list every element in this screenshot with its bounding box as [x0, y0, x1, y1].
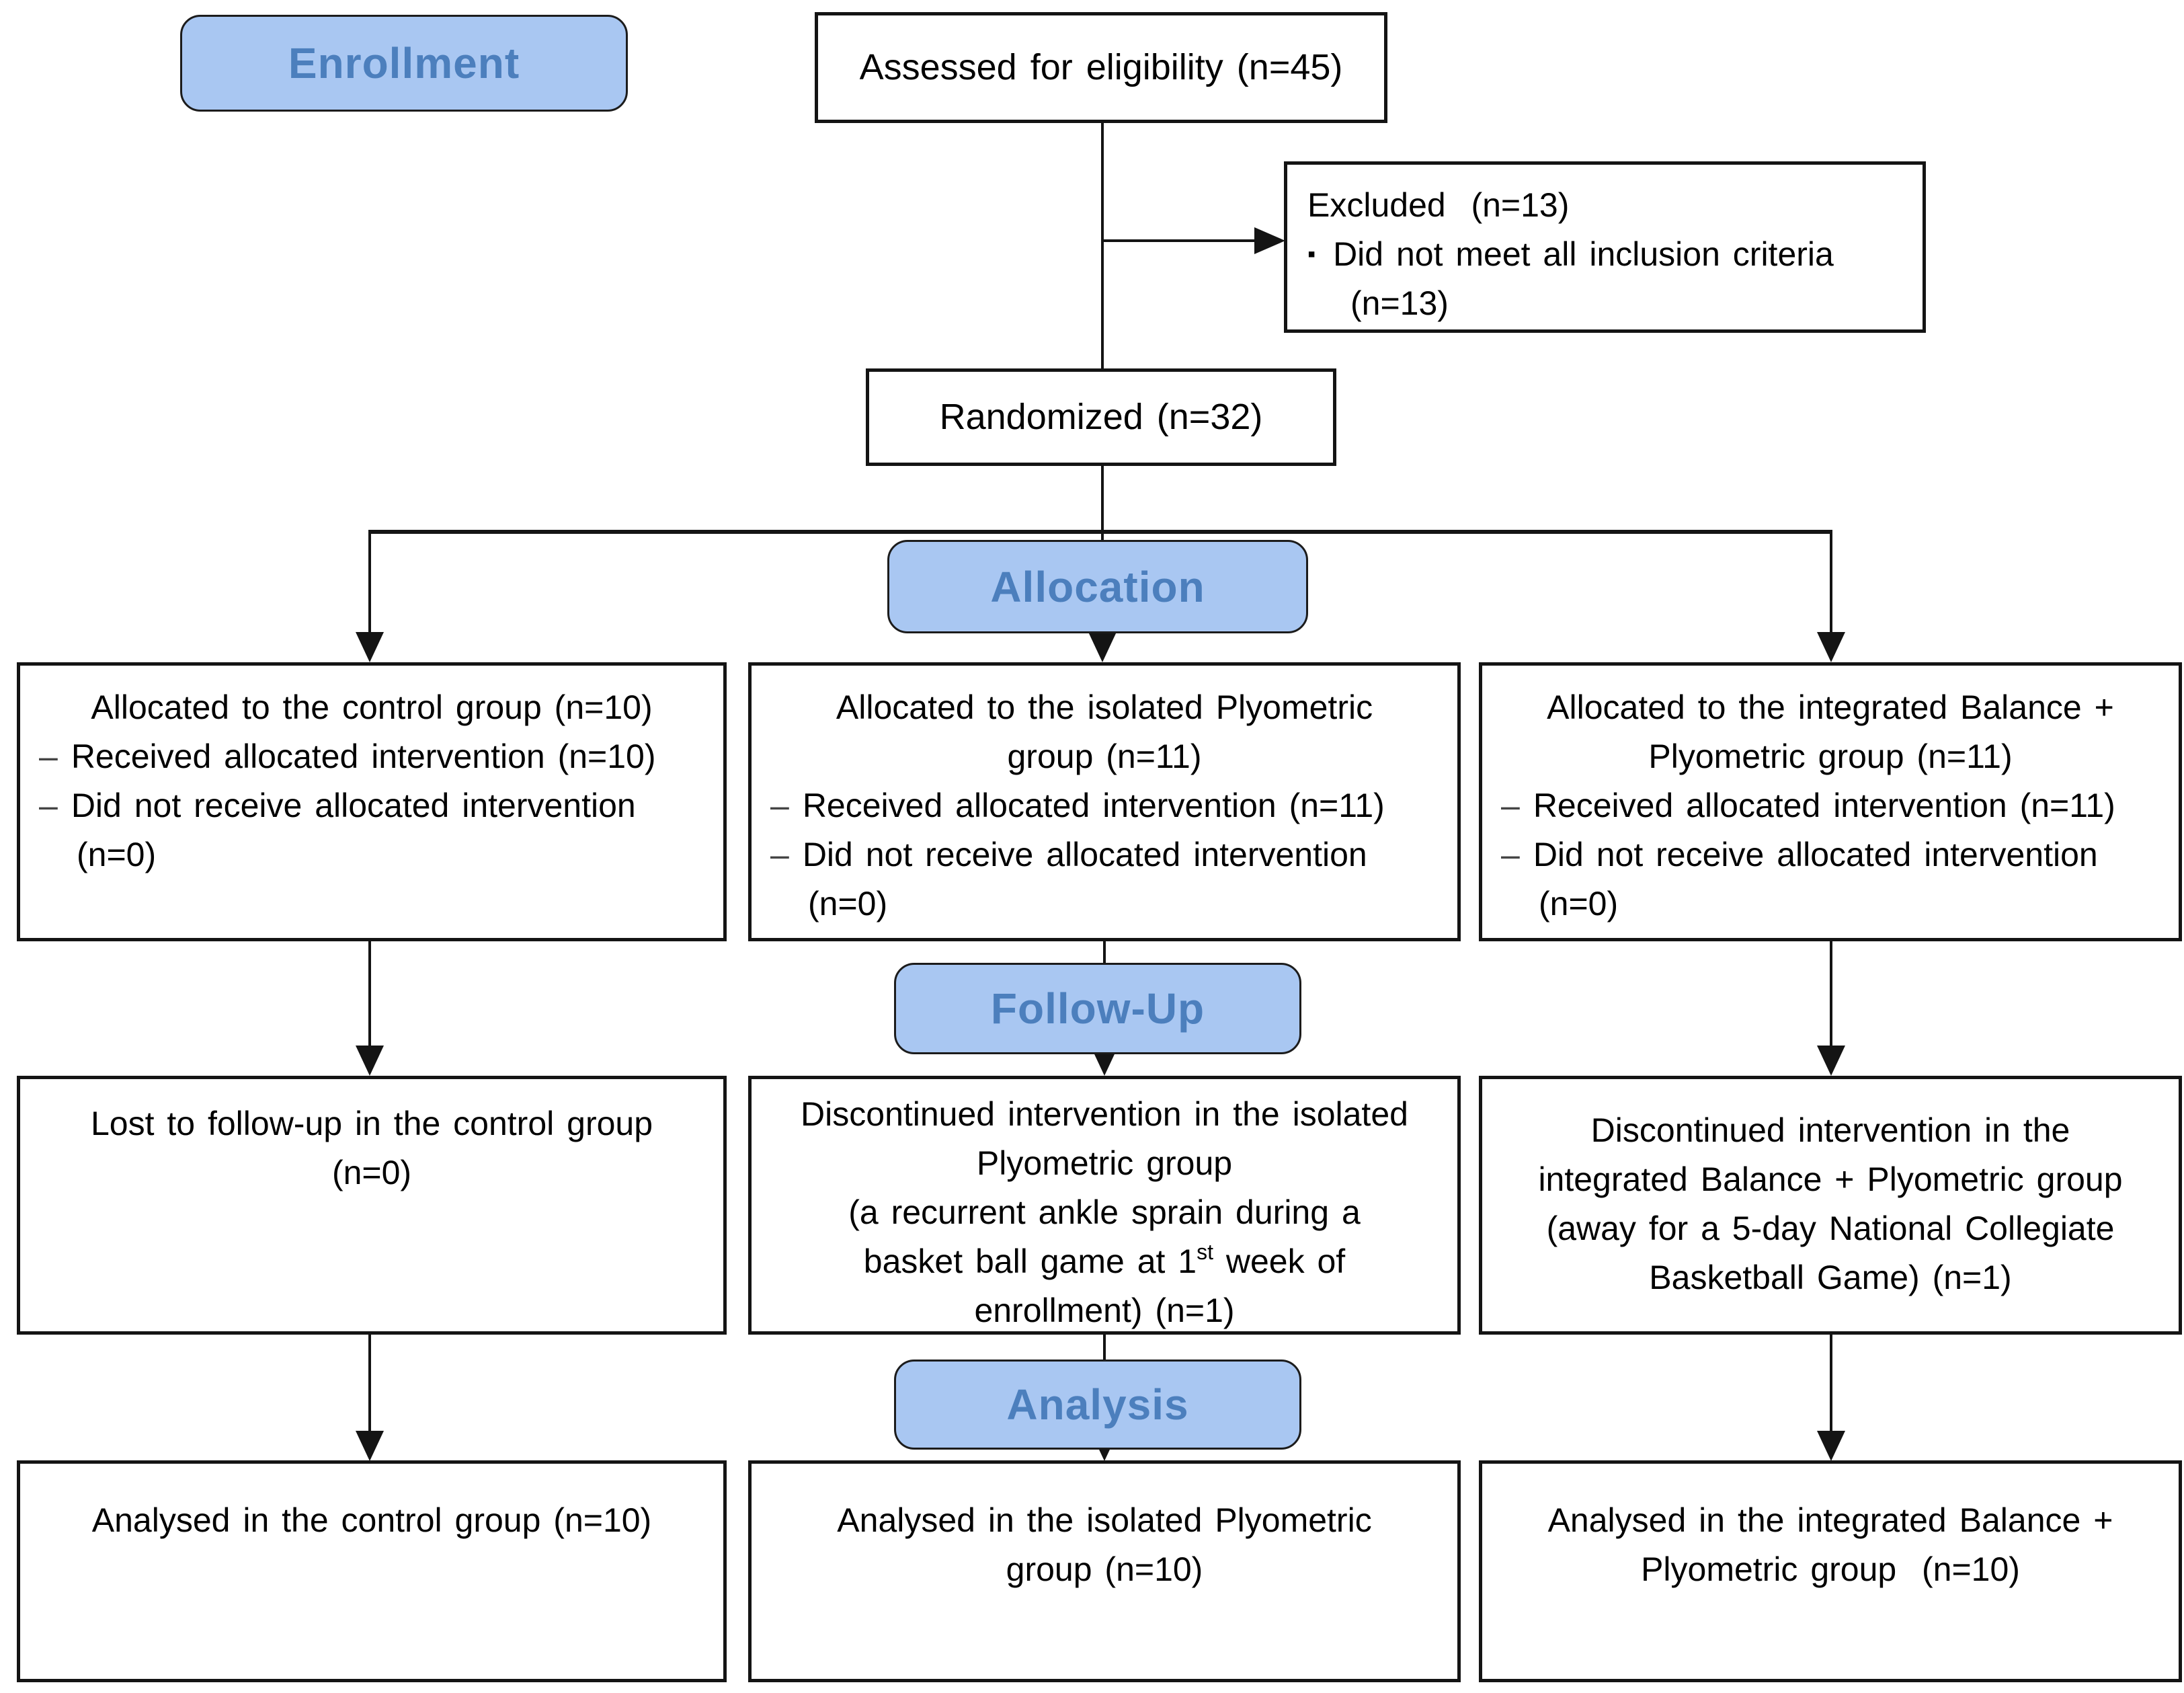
- arrowhead-followup-right: [1817, 1046, 1845, 1076]
- connector-randomized-to-branch: [1101, 466, 1104, 531]
- randomized-text: Randomized (n=32): [939, 397, 1263, 437]
- stage-banner-followup-label: Follow-Up: [990, 984, 1205, 1033]
- allocation-balance-box: Allocated to the integrated Balance + Pl…: [1479, 662, 2182, 941]
- drop-right: [1830, 530, 1832, 634]
- allocation-control-bullet-1: –Received allocated intervention (n=10): [39, 738, 656, 775]
- analysis-plyometric-line-1: Analysed in the isolated Plyometric: [837, 1501, 1372, 1539]
- allocation-plyometric-heading-2: group (n=11): [1007, 738, 1202, 775]
- allocation-control-box: Allocated to the control group (n=10) –R…: [17, 662, 727, 941]
- analysis-plyometric-box: Analysed in the isolated Plyometric grou…: [748, 1460, 1461, 1682]
- followup-control-line-2: (n=0): [331, 1154, 412, 1191]
- allocation-control-bullet-2: –Did not receive allocated intervention …: [39, 787, 636, 873]
- followup-control-line-1: Lost to follow-up in the control group: [90, 1105, 653, 1142]
- connector-alloc-followup-right: [1830, 941, 1832, 1048]
- arrowhead-allocation-right: [1817, 632, 1845, 662]
- drop-left: [368, 530, 371, 634]
- followup-control-box: Lost to follow-up in the control group (…: [17, 1076, 727, 1335]
- allocation-balance-bullet-1: –Received allocated intervention (n=11): [1501, 787, 2115, 824]
- allocation-balance-bullet-2: –Did not receive allocated intervention …: [1501, 836, 2098, 922]
- followup-plyometric-box: Discontinued intervention in the isolate…: [748, 1076, 1461, 1335]
- connector-followup-analysis-left: [368, 1335, 371, 1432]
- followup-plyometric-line-3: (a recurrent ankle sprain during a: [848, 1193, 1361, 1231]
- arrowhead-excluded: [1254, 227, 1285, 254]
- stage-banner-allocation-label: Allocation: [990, 562, 1205, 611]
- allocation-plyometric-heading-1: Allocated to the isolated Plyometric: [836, 688, 1373, 726]
- allocation-plyometric-bullet-1: –Received allocated intervention (n=11): [770, 787, 1385, 824]
- assessed-eligibility-box: Assessed for eligibility (n=45): [815, 12, 1387, 123]
- connector-to-excluded: [1102, 239, 1260, 242]
- arrowhead-analysis-left: [356, 1431, 384, 1461]
- arrowhead-allocation-left: [356, 632, 384, 662]
- excluded-item-line2: (n=13): [1350, 284, 1449, 322]
- connector-followup-analysis-right: [1830, 1335, 1832, 1432]
- connector-alloc-followup-left: [368, 941, 371, 1048]
- square-bullet-icon: ▪: [1307, 241, 1316, 267]
- allocation-balance-heading-2: Plyometric group (n=11): [1648, 738, 2013, 775]
- followup-balance-line-1: Discontinued intervention in the: [1590, 1111, 2070, 1149]
- arrowhead-followup-left: [356, 1046, 384, 1076]
- stage-banner-enrollment: Enrollment: [180, 15, 628, 112]
- excluded-box: Excluded (n=13) ▪ Did not meet all inclus…: [1284, 161, 1926, 333]
- followup-balance-line-4: Basketball Game) (n=1): [1649, 1259, 2012, 1296]
- connector-assessed-to-randomized: [1101, 123, 1104, 368]
- randomized-box: Randomized (n=32): [866, 368, 1336, 466]
- analysis-balance-box: Analysed in the integrated Balance + Ply…: [1479, 1460, 2182, 1682]
- analysis-control-box: Analysed in the control group (n=10): [17, 1460, 727, 1682]
- superscript-st: st: [1197, 1240, 1213, 1264]
- stage-banner-allocation: Allocation: [887, 540, 1308, 633]
- arrowhead-allocation-center: [1088, 632, 1117, 662]
- allocation-plyometric-box: Allocated to the isolated Plyometric gro…: [748, 662, 1461, 941]
- allocation-plyometric-bullet-2: –Did not receive allocated intervention …: [770, 836, 1367, 922]
- stage-banner-analysis: Analysis: [894, 1360, 1301, 1450]
- allocation-control-heading: Allocated to the control group (n=10): [91, 688, 653, 726]
- analysis-balance-line-2: Plyometric group (n=10): [1641, 1550, 2020, 1588]
- followup-balance-line-3: (away for a 5-day National Collegiate: [1546, 1210, 2115, 1247]
- followup-balance-line-2: integrated Balance + Plyometric group: [1538, 1160, 2123, 1198]
- stage-banner-followup: Follow-Up: [894, 963, 1301, 1054]
- analysis-plyometric-line-2: group (n=10): [1006, 1550, 1203, 1588]
- stage-banner-enrollment-label: Enrollment: [288, 39, 520, 87]
- assessed-eligibility-text: Assessed for eligibility (n=45): [859, 47, 1343, 87]
- excluded-title: Excluded (n=13): [1307, 186, 1570, 224]
- analysis-balance-line-1: Analysed in the integrated Balance +: [1547, 1501, 2113, 1539]
- followup-balance-box: Discontinued intervention in the integra…: [1479, 1076, 2182, 1335]
- stage-banner-analysis-label: Analysis: [1006, 1380, 1189, 1429]
- followup-plyometric-line-2: Plyometric group: [976, 1144, 1233, 1182]
- arrowhead-analysis-right: [1817, 1431, 1845, 1461]
- allocation-balance-heading-1: Allocated to the integrated Balance +: [1547, 688, 2114, 726]
- excluded-item-line1: Did not meet all inclusion criteria: [1333, 235, 1834, 273]
- excluded-item: ▪ Did not meet all inclusion criteria (n=…: [1307, 230, 1902, 328]
- followup-plyometric-line-4: basket ball game at 1st week of: [863, 1240, 1346, 1280]
- followup-plyometric-line-1: Discontinued intervention in the isolate…: [801, 1095, 1408, 1133]
- analysis-control-line-1: Analysed in the control group (n=10): [91, 1501, 652, 1539]
- followup-plyometric-line-5: enrollment) (n=1): [974, 1292, 1235, 1329]
